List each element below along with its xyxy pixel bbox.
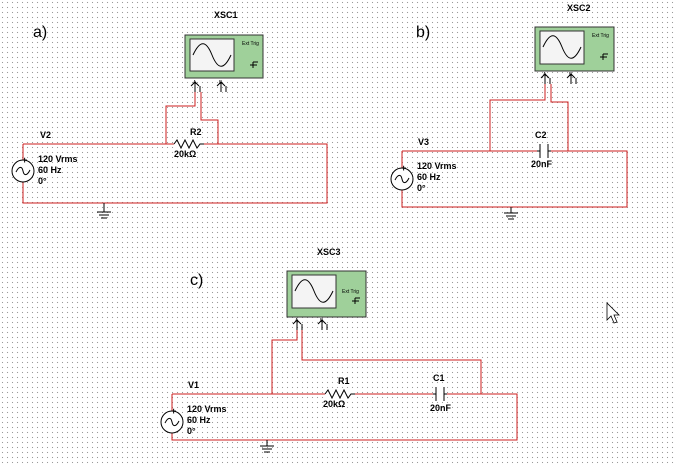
ac-source-v2[interactable]: + V2 120 Vrms 60 Hz 0° bbox=[11, 130, 78, 186]
wire-channel-a-probe bbox=[165, 92, 196, 144]
wire-channel-b-probe bbox=[550, 84, 569, 151]
resistor-name: R1 bbox=[338, 376, 350, 386]
capacitor-value: 20nF bbox=[531, 159, 553, 169]
source-voltage: 120 Vrms bbox=[187, 404, 227, 414]
capacitor-c1[interactable]: C1 20nF bbox=[430, 373, 452, 413]
ext-trig-label: Ext Trig bbox=[342, 289, 359, 295]
ground-icon bbox=[504, 207, 518, 220]
ac-wave-icon bbox=[394, 174, 410, 184]
source-name: V3 bbox=[418, 137, 429, 147]
capacitor-name: C2 bbox=[535, 130, 547, 140]
circuit-b: b) XSC2 Ext Trig A B C2 20nF bbox=[390, 3, 628, 220]
resistor-value: 20kΩ bbox=[174, 149, 196, 159]
channel-a-terminal-icon[interactable] bbox=[292, 319, 303, 330]
channel-b-terminal-icon[interactable] bbox=[317, 319, 328, 330]
wire-loop-a bbox=[22, 143, 328, 204]
wire-channel-a-probe bbox=[271, 330, 298, 394]
source-frequency: 60 Hz bbox=[417, 172, 441, 182]
circuit-a: a) XSC1 Ext Trig A B R2 20kΩ bbox=[11, 10, 328, 219]
capacitor-symbol-icon bbox=[537, 144, 551, 158]
source-frequency: 60 Hz bbox=[38, 165, 62, 175]
oscilloscope-xsc3[interactable]: XSC3 Ext Trig A B bbox=[286, 247, 367, 330]
wire-channel-b-probe bbox=[200, 92, 219, 144]
plus-icon: + bbox=[171, 406, 176, 416]
source-name: V2 bbox=[40, 130, 51, 140]
channel-b-terminal-icon[interactable] bbox=[566, 73, 577, 84]
oscilloscope-xsc1[interactable]: XSC1 Ext Trig A B bbox=[184, 10, 264, 92]
sine-wave-icon bbox=[542, 35, 582, 59]
ground-icon bbox=[97, 203, 111, 219]
ext-trig-terminal-icon bbox=[352, 297, 360, 304]
resistor-r1[interactable]: R1 20kΩ bbox=[323, 376, 355, 409]
plus-icon: + bbox=[22, 155, 27, 165]
resistor-r2[interactable]: R2 20kΩ bbox=[173, 127, 204, 159]
ext-trig-label: Ext Trig bbox=[242, 41, 259, 47]
source-frequency: 60 Hz bbox=[187, 415, 211, 425]
panel-c-label: c) bbox=[190, 272, 203, 289]
panel-a-label: a) bbox=[33, 24, 47, 41]
ac-wave-icon bbox=[15, 166, 31, 176]
source-phase: 0° bbox=[38, 176, 47, 186]
channel-a-terminal-icon[interactable] bbox=[540, 73, 551, 84]
wire-channel-a-probe bbox=[489, 84, 546, 151]
circuit-c: c) XSC3 Ext Trig A B R1 20kΩ bbox=[160, 247, 518, 453]
resistor-symbol-icon bbox=[173, 138, 204, 150]
ac-wave-icon bbox=[164, 417, 180, 427]
source-phase: 0° bbox=[417, 183, 426, 193]
wire-channel-b-probe bbox=[301, 330, 482, 394]
capacitor-symbol-icon bbox=[433, 387, 447, 401]
plus-icon: + bbox=[401, 163, 406, 173]
ext-trig-terminal-icon bbox=[600, 53, 608, 60]
sine-wave-icon bbox=[192, 43, 232, 67]
capacitor-c2[interactable]: C2 20nF bbox=[531, 130, 553, 169]
source-name: V1 bbox=[188, 380, 199, 390]
scope-name: XSC2 bbox=[567, 3, 591, 13]
ext-trig-terminal-icon bbox=[250, 61, 258, 68]
scope-name: XSC1 bbox=[214, 10, 238, 20]
resistor-value: 20kΩ bbox=[323, 399, 345, 409]
resistor-symbol-icon bbox=[324, 388, 355, 400]
source-voltage: 120 Vrms bbox=[38, 154, 78, 164]
channel-a-terminal-icon[interactable] bbox=[190, 81, 201, 92]
mouse-cursor-icon bbox=[606, 302, 620, 324]
capacitor-name: C1 bbox=[433, 373, 445, 383]
ground-icon bbox=[260, 440, 274, 453]
capacitor-value: 20nF bbox=[430, 403, 452, 413]
oscilloscope-xsc2[interactable]: XSC2 Ext Trig A B bbox=[534, 3, 615, 84]
sine-wave-icon bbox=[294, 279, 334, 303]
resistor-name: R2 bbox=[190, 127, 202, 137]
ac-source-v1[interactable]: + V1 120 Vrms 60 Hz 0° bbox=[160, 380, 227, 436]
source-voltage: 120 Vrms bbox=[417, 161, 457, 171]
panel-b-label: b) bbox=[416, 24, 430, 41]
scope-name: XSC3 bbox=[317, 247, 341, 257]
source-phase: 0° bbox=[187, 426, 196, 436]
ac-source-v3[interactable]: + V3 120 Vrms 60 Hz 0° bbox=[390, 137, 457, 193]
ext-trig-label: Ext Trig bbox=[592, 33, 609, 39]
channel-b-terminal-icon[interactable] bbox=[216, 81, 227, 92]
